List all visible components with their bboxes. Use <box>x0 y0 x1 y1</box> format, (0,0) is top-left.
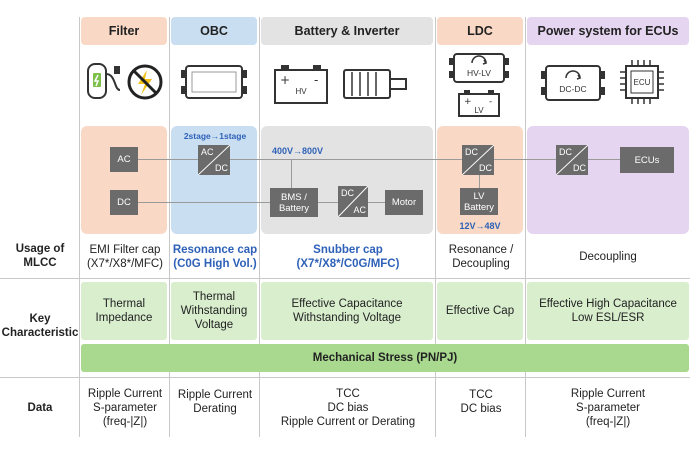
svg-text:-: - <box>314 73 318 87</box>
data-ldc: TCC DC bias <box>460 389 502 415</box>
mechanical-stress-bar: Mechanical Stress (PN/PJ) <box>81 344 689 372</box>
filter-dc-box: DC <box>110 190 138 215</box>
no-electricity-icon <box>127 64 163 100</box>
key-ldc: Effective Cap <box>437 282 523 340</box>
ecu-dc-out-label: DC <box>573 163 586 173</box>
ldc-converter-box: DC DC <box>462 145 494 175</box>
ecus-box: ECUs <box>620 147 674 173</box>
lv-battery-box: LV Battery <box>460 188 498 215</box>
column-header-battery-inverter: Battery & Inverter <box>261 17 433 45</box>
column-divider <box>435 17 436 437</box>
svg-text:-: - <box>489 97 492 107</box>
ldc-vertical-line <box>479 175 480 189</box>
svg-text:+: + <box>280 73 290 87</box>
ecu-diagram-panel <box>527 126 689 234</box>
obc-diagram-panel <box>171 126 257 234</box>
ldc-dc-in-label: DC <box>465 147 478 157</box>
data-filter: Ripple Current S-parameter (freq-|Z|) <box>87 388 163 428</box>
usage-ldc: Resonance / Decoupling <box>448 244 514 270</box>
inverter-dc-label: DC <box>341 188 354 198</box>
ac-bus-line <box>138 159 628 160</box>
ldc-diagram-panel <box>437 126 523 234</box>
obc-bms-link <box>228 159 292 188</box>
motor-link-line <box>366 202 386 203</box>
column-divider <box>79 17 80 437</box>
ldc-dc-out-label: DC <box>479 163 492 173</box>
key-ecu: Effective High Capacitance Low ESL/ESR <box>527 282 689 340</box>
dc-bus-line <box>138 202 270 203</box>
data-ecu: Ripple Current S-parameter (freq-|Z|) <box>570 388 646 428</box>
battery-voltage-note: 400V→800V <box>272 146 324 156</box>
hv-label: HV <box>295 87 307 96</box>
dcdc-label: DC-DC <box>559 84 586 94</box>
motor-icon <box>343 69 407 99</box>
row-divider <box>0 377 690 378</box>
row-label-key-characteristic: Key Characteristic <box>1 313 79 339</box>
row-divider <box>0 278 690 279</box>
ecu-dcdc-box: DC DC <box>556 145 588 175</box>
motor-box: Motor <box>385 190 423 215</box>
key-obc: Thermal Withstanding Voltage <box>171 282 257 340</box>
row-label-usage: Usage of MLCC <box>15 243 65 269</box>
column-header-ldc: LDC <box>437 17 523 45</box>
inverter-box: DC AC <box>338 186 368 217</box>
key-battery-inverter: Effective Capacitance Withstanding Volta… <box>261 282 433 340</box>
column-divider <box>169 17 170 437</box>
column-divider <box>525 17 526 437</box>
obc-converter-box: AC DC <box>198 145 230 175</box>
usage-ecu: Decoupling <box>579 251 637 263</box>
hvlv-label: HV-LV <box>467 68 491 78</box>
bms-battery-box: BMS / Battery <box>270 188 318 217</box>
data-obc: Ripple Current Derating <box>177 389 253 415</box>
ecu-dc-in-label: DC <box>559 147 572 157</box>
ecu-label: ECU <box>634 78 651 87</box>
data-battery-inverter: TCC DC bias Ripple Current or Derating <box>280 388 416 428</box>
ldc-voltage-note: 12V→48V <box>459 221 501 231</box>
filter-diagram-panel <box>81 126 167 234</box>
obc-ac-label: AC <box>201 147 214 157</box>
ecu-chip-icon: ECU <box>620 60 664 104</box>
key-filter: Thermal Impedance <box>81 282 167 340</box>
dcdc-converter-icon: DC-DC <box>541 65 605 101</box>
column-header-obc: OBC <box>171 17 257 45</box>
obc-stage-note: 2stage→1stage <box>183 131 247 141</box>
svg-text:+: + <box>464 97 472 107</box>
usage-filter: EMI Filter cap (X7*/X8*/MFC) <box>86 244 164 270</box>
column-divider <box>259 17 260 437</box>
row-label-data: Data <box>27 402 53 414</box>
inverter-ac-label: AC <box>353 205 366 215</box>
lv-label: LV <box>474 106 484 115</box>
lv-battery-icon: + - LV <box>458 90 500 117</box>
filter-ac-box: AC <box>110 147 138 172</box>
ev-charger-icon <box>87 63 121 99</box>
inverter-link-line <box>316 202 340 203</box>
column-header-ecu-power: Power system for ECUs <box>527 17 689 45</box>
charger-module-icon <box>181 65 247 99</box>
hv-battery-icon: + - HV <box>274 65 328 104</box>
obc-dc-label: DC <box>215 163 228 173</box>
usage-battery-inverter: Snubber cap (X7*/X8*/C0G/MFC) <box>296 244 400 270</box>
usage-obc: Resonance cap (C0G High Vol.) <box>172 244 258 270</box>
column-header-filter: Filter <box>81 17 167 45</box>
hvlv-converter-icon: HV-LV <box>449 53 509 83</box>
